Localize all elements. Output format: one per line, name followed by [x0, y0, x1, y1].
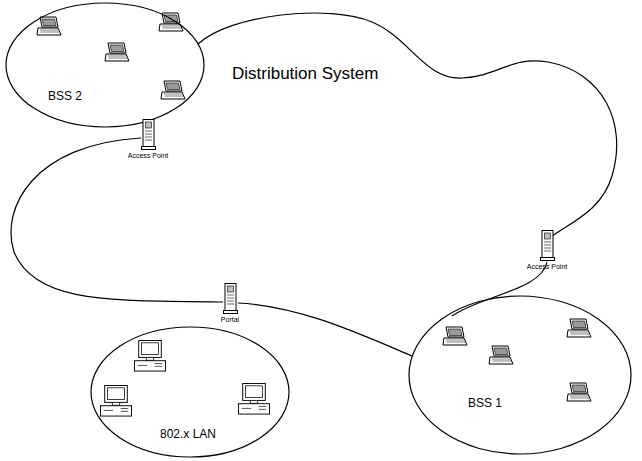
laptop-icons — [37, 13, 591, 401]
ellipse-outline — [408, 295, 632, 455]
bss-ellipse: BSS 1 — [408, 295, 632, 455]
region-label: BSS 2 — [48, 90, 85, 104]
desktop — [100, 385, 131, 416]
device-label: Access Point — [525, 263, 570, 271]
lan-ellipse: 802.x LAN — [90, 326, 290, 458]
laptop — [105, 43, 129, 61]
bss-ellipse: BSS 2 — [5, 2, 205, 128]
laptop — [489, 346, 513, 364]
device-label: Access Point — [126, 152, 171, 160]
tower-icon — [126, 119, 171, 151]
portal: Portal — [219, 283, 242, 325]
laptop — [37, 17, 61, 35]
access-point: Access Point — [126, 119, 171, 161]
laptop — [567, 319, 591, 337]
region-label: BSS 1 — [468, 397, 505, 411]
laptop — [567, 383, 591, 401]
desktop-icons — [100, 340, 269, 416]
device-label: Portal — [219, 316, 242, 324]
access-point: Access Point — [525, 230, 570, 272]
desktop — [134, 340, 165, 371]
laptop — [159, 13, 183, 31]
tower-icon — [219, 283, 242, 315]
laptop — [443, 327, 467, 345]
region-label: 802.x LAN — [160, 428, 219, 442]
laptop — [161, 81, 185, 99]
tower-icon — [525, 230, 570, 262]
desktop — [238, 383, 269, 414]
region-label: Distribution System — [232, 64, 381, 84]
ellipse-outline — [5, 2, 205, 128]
